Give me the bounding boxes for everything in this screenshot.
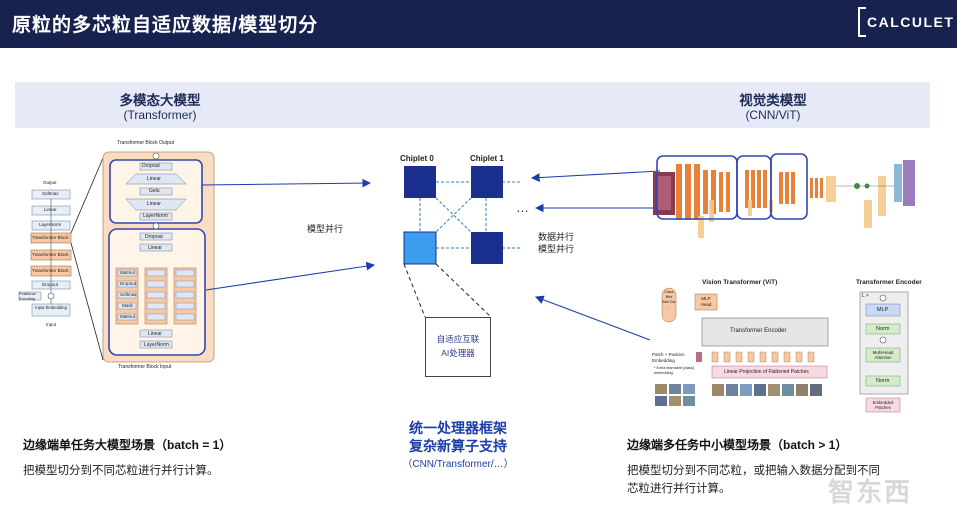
stack-linear-label: Linear: [44, 207, 57, 212]
vit-patch-label: Patch + Position Embedding: [652, 352, 685, 363]
chiplet-grid: [403, 166, 520, 318]
vit-linear-projection: Linear Projection of Flattened Patches: [724, 369, 809, 375]
chiplet-0-label: Chiplet 0: [400, 154, 434, 163]
right-section-title: 视觉类模型: [739, 93, 807, 108]
vit-enc-mlp: MLP: [877, 307, 889, 313]
vit-enc-norm: Norm: [876, 326, 890, 332]
calculet-logo-frame: [858, 7, 866, 37]
stack-block3-label: Transformer Block: [32, 268, 69, 273]
attn-dropout-label: Dropout: [145, 234, 163, 240]
right-caption-text-1: 把模型切分到不同芯粒，或把输入数据分配到不同: [627, 465, 880, 477]
transformer-figure: [18, 151, 215, 363]
stack-positional-label: Positional Encoding: [19, 292, 36, 301]
stack-block2-label: Transformer Block: [32, 252, 69, 257]
vit-mlp-head: MLP Head: [700, 296, 712, 307]
transformer-stack: [18, 189, 72, 317]
block-output-label: Transformer Block Output: [117, 140, 175, 146]
center-title-1: 统一处理器框架: [409, 420, 507, 436]
model-parallel-label-2: 模型并行: [538, 244, 575, 254]
right-caption-text-2: 芯粒进行并行计算。: [627, 483, 731, 495]
center-title-2: 复杂新算子支持: [409, 438, 507, 454]
chiplet-1: [471, 166, 503, 198]
chiplet-2: [403, 231, 437, 265]
vit-class-token: Class Bird Ball Car ...: [662, 290, 676, 309]
left-caption-text: 把模型切分到不同芯粒进行并行计算。: [23, 465, 219, 477]
vit-encoder-title: Transformer Encoder: [856, 279, 922, 286]
head-mask-label: Mask: [122, 303, 133, 308]
vit-transformer-encoder: Transformer Encoder: [730, 328, 787, 334]
chiplet-0: [404, 166, 436, 198]
calculet-logo-text: CALCULET: [867, 14, 955, 30]
mlp-dropout-label: Dropout: [142, 163, 160, 169]
model-parallel-label: 模型并行: [307, 224, 344, 234]
title-bar: 原粒的多芯粒自适应数据/模型切分: [0, 0, 957, 48]
mlp-linear2-label: Linear: [147, 201, 161, 207]
stack-embedding-label: Input Embedding: [35, 305, 67, 310]
attn-layernorm-label: LayerNorm: [144, 342, 169, 348]
left-section-title: 多模态大模型: [119, 93, 201, 108]
stack-layernorm-label: LayerNorm: [39, 222, 62, 227]
right-section-subtitle: (CNN/ViT): [745, 108, 801, 122]
processor-line-1: 自适应互联: [436, 334, 480, 344]
attn-linear-label: Linear: [148, 245, 162, 251]
attention-heads: [115, 267, 197, 325]
data-parallel-label: 数据并行: [538, 232, 575, 242]
processor-line-2: AI处理器: [441, 348, 475, 358]
mlp-gelu-label: Gelu: [149, 188, 160, 194]
vit-enc-norm-2: Norm: [876, 378, 890, 384]
block-input-label: Transformer Block Input: [118, 364, 172, 370]
section-band: [15, 82, 930, 128]
mlp-layernorm-label: LayerNorm: [143, 213, 168, 219]
stack-input-label: Input: [46, 322, 57, 327]
cnn-figure: [653, 153, 915, 238]
attn-linear-bottom-label: Linear: [148, 331, 162, 337]
chiplet-3: [471, 232, 503, 264]
stack-softmax-label: Softmax: [42, 191, 59, 196]
vit-title: Vision Transformer (ViT): [702, 279, 778, 286]
head-dropout-label: Dropout: [120, 281, 137, 286]
left-section-subtitle: (Transformer): [123, 108, 197, 122]
left-caption-title: 边缘端单任务大模型场景（batch = 1）: [23, 438, 232, 452]
vit-patch-note: * Extra learnable [class] embedding: [654, 366, 694, 375]
vit-enc-lx: L ×: [862, 293, 869, 299]
slide-title: 原粒的多芯粒自适应数据/模型切分: [12, 15, 319, 36]
chiplet-1-label: Chiplet 1: [470, 154, 504, 163]
stack-dropout-label: Dropout: [42, 282, 59, 287]
more-chiplets-ellipsis: …: [516, 200, 529, 215]
stack-block1-label: Transformer Block: [32, 235, 69, 240]
vit-embedded-patches: Embedded Patches: [872, 400, 894, 410]
head-matmul2-label: Matmul: [120, 314, 135, 319]
mlp-linear-label: Linear: [147, 176, 161, 182]
head-matmul-label: Matmul: [120, 270, 135, 275]
vit-figure: [655, 287, 909, 413]
watermark: 智东西: [828, 477, 913, 507]
adaptive-ai-processor: 自适应互联 AI处理器: [425, 317, 491, 377]
head-softmax-label: Softmax: [120, 292, 137, 297]
right-caption-title: 边缘端多任务中小模型场景（batch > 1）: [627, 438, 848, 452]
vit-enc-attention: Multi-Head Attention: [872, 350, 894, 360]
center-subtitle: （CNN/Transformer/…）: [402, 459, 514, 470]
stack-output-label: Output: [43, 180, 57, 185]
